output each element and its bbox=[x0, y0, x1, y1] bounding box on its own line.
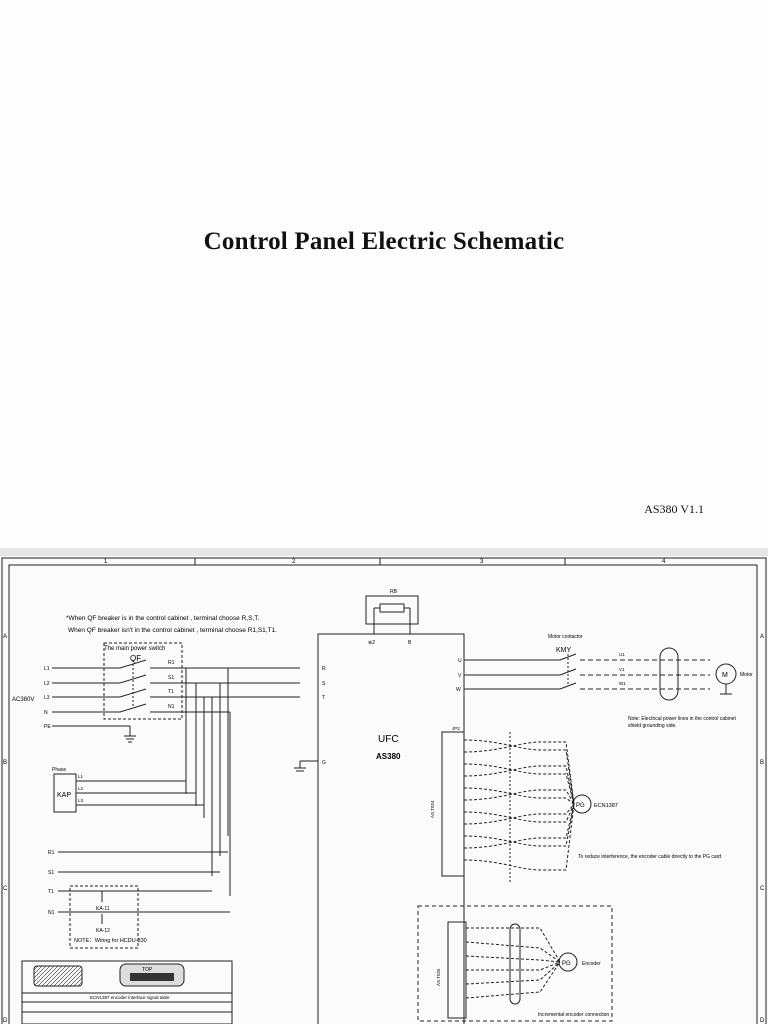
breaker-n1: N1 bbox=[168, 704, 175, 710]
grid-col-2: 2 bbox=[292, 559, 296, 565]
encoder-label: Encoder bbox=[582, 961, 601, 967]
encoder-wires bbox=[463, 739, 575, 871]
tap-lines bbox=[185, 668, 231, 896]
line-l2: L2 bbox=[44, 681, 50, 687]
frame-inner bbox=[8, 564, 758, 1029]
shield-note-2: shield grounding side. bbox=[628, 723, 677, 729]
shield-note: Note: Electrical power lines in the cont… bbox=[628, 716, 736, 722]
rb-label: RB bbox=[390, 589, 398, 595]
incremental-note: Incremental encoder connection bbox=[538, 1012, 609, 1018]
page-title: Control Panel Electric Schematic bbox=[203, 228, 565, 255]
encoder-model-label: ECN1387 bbox=[594, 803, 618, 809]
wiring-note: NOTE：Wiring for HCDU-330 bbox=[74, 938, 147, 944]
motor-m: M bbox=[722, 672, 728, 679]
aux-n1: N1 bbox=[48, 910, 55, 916]
frame-outer bbox=[1, 557, 767, 1029]
kap-label: KAP bbox=[57, 792, 71, 799]
ufc-top-p2: ⊕2 bbox=[368, 640, 375, 646]
grid-row-d: D bbox=[3, 1018, 8, 1024]
pin-strip bbox=[130, 973, 174, 981]
aux-r1: R1 bbox=[48, 850, 55, 856]
grid-col-3: 3 bbox=[480, 559, 484, 565]
page-gap bbox=[0, 548, 768, 556]
breaker-r1: R1 bbox=[168, 660, 175, 666]
connector-socket-icon bbox=[33, 965, 83, 987]
top-label: TOP bbox=[142, 967, 153, 973]
ka12-label: KA-12 bbox=[96, 928, 110, 934]
breaker-s1: S1 bbox=[168, 675, 174, 681]
grid-row-c-right: C bbox=[760, 886, 765, 892]
line-l1: L1 bbox=[44, 666, 50, 672]
kap-l3: L3 bbox=[78, 798, 84, 803]
incremental-encoder-box bbox=[417, 905, 613, 1022]
table-caption: ECN1387 encoder interface signal table bbox=[90, 995, 170, 1000]
kmy-label: KMY bbox=[556, 647, 572, 654]
grid-row-c: C bbox=[3, 886, 8, 892]
grid-col-1: 1 bbox=[104, 559, 108, 565]
as-t024-label: AS.T024 bbox=[430, 800, 435, 818]
grid-row-a-right: A bbox=[760, 634, 764, 640]
line-l3: L3 bbox=[44, 695, 50, 701]
qf-note-line2: When QF breaker isn't in the control cab… bbox=[68, 627, 277, 634]
qf-label: QF bbox=[130, 654, 141, 663]
pg-icon bbox=[572, 794, 592, 814]
aux-s1: S1 bbox=[48, 870, 54, 876]
motor-contactor-label: Motor contactor bbox=[548, 634, 583, 640]
ufc-r: R bbox=[322, 666, 326, 672]
model-label: AS380 bbox=[376, 752, 401, 761]
kap-l1: L1 bbox=[78, 774, 84, 779]
line-pe: PE bbox=[44, 724, 51, 730]
breaker-t1: T1 bbox=[168, 689, 174, 695]
output-lines bbox=[464, 647, 710, 701]
line-n: N bbox=[44, 710, 48, 716]
grid-row-b-right: B bbox=[760, 760, 764, 766]
ufc-top-b: B bbox=[408, 640, 412, 646]
aux-t1: T1 bbox=[48, 889, 54, 895]
grid-row-a: A bbox=[3, 634, 7, 640]
ufc-g: G bbox=[322, 760, 326, 766]
ufc-label: UFC bbox=[378, 734, 399, 745]
cover-page: Control Panel Electric Schematic AS380 V… bbox=[0, 228, 768, 549]
schematic-page: 1 2 3 4 A B C D A B C D *When QF breaker… bbox=[0, 556, 768, 1029]
motor-w1: W1 bbox=[619, 681, 626, 686]
main-switch-box bbox=[103, 642, 183, 720]
version-label: AS380 V1.1 bbox=[644, 502, 704, 516]
ufc-s: S bbox=[322, 681, 326, 687]
resistor-icon bbox=[379, 603, 405, 613]
ufc-v: V bbox=[458, 673, 462, 679]
main-switch-label: The main power switch bbox=[104, 646, 165, 652]
pg-label: PG bbox=[576, 803, 585, 809]
schematic-drawing: 1 2 3 4 A B C D A B C D *When QF breaker… bbox=[1, 557, 767, 1029]
jp2-label: JP2 bbox=[452, 726, 460, 731]
motor-u1: U1 bbox=[619, 652, 625, 657]
as-t025-label: AS.T025 bbox=[436, 968, 441, 986]
kap-l2: L2 bbox=[78, 786, 84, 791]
grid-col-4: 4 bbox=[662, 559, 666, 565]
pg-encoder-icon bbox=[558, 952, 578, 972]
ka11-label: KA-11 bbox=[96, 906, 110, 912]
phase-label: Phase bbox=[52, 767, 66, 773]
interference-note: To reduce interference, the encoder cabl… bbox=[578, 854, 721, 860]
ufc-t: T bbox=[322, 695, 325, 701]
as-t025-connector bbox=[447, 921, 467, 1019]
qf-note-line1: *When QF breaker is in the control cabin… bbox=[66, 615, 259, 622]
input-lines bbox=[52, 659, 300, 743]
pg-encoder-label: PG bbox=[562, 961, 571, 967]
motor-v1: V1 bbox=[619, 667, 625, 672]
jp2-connector bbox=[441, 731, 465, 877]
grid-row-d-right: D bbox=[760, 1018, 765, 1024]
motor-label: Motor bbox=[740, 672, 753, 678]
rb-box bbox=[365, 595, 419, 625]
ufc-u: U bbox=[458, 658, 462, 664]
ufc-w: W bbox=[456, 687, 461, 693]
grid-row-b: B bbox=[3, 760, 7, 766]
supply-label: AC380V bbox=[12, 697, 34, 703]
